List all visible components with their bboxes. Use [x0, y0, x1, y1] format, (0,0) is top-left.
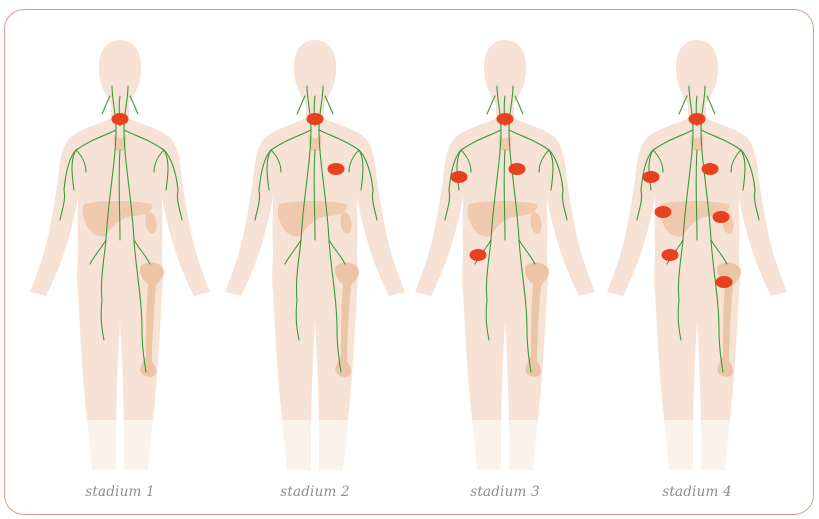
body-figure — [597, 0, 797, 480]
affected-lymph-node-spleen — [713, 211, 730, 223]
affected-lymph-node-groin-right — [470, 249, 487, 261]
stage-caption: stadium 3 — [405, 484, 605, 500]
stage-caption: stadium 1 — [20, 484, 220, 500]
affected-lymph-node-neck — [497, 113, 514, 125]
affected-lymph-node-groin-right — [662, 249, 679, 261]
affected-lymph-node-femur — [716, 276, 733, 288]
affected-lymph-node-neck — [689, 113, 706, 125]
stage-caption: stadium 4 — [597, 484, 797, 500]
leg-fade — [270, 420, 362, 480]
body-silhouette — [225, 40, 405, 470]
stage-panel: stadium 1 — [20, 0, 220, 519]
affected-lymph-node-right-armpit — [643, 171, 660, 183]
body-figure — [20, 0, 220, 480]
affected-lymph-node-liver — [655, 206, 672, 218]
body-figure — [405, 0, 605, 480]
affected-lymph-node-neck — [307, 113, 324, 125]
affected-lymph-node-left-armpit — [702, 163, 719, 175]
body-silhouette — [415, 40, 595, 470]
body-figure — [215, 0, 415, 480]
leg-fade — [652, 420, 744, 480]
affected-lymph-node-right-armpit — [451, 171, 468, 183]
stage-panel: stadium 2 — [215, 0, 415, 519]
stage-panel: stadium 4 — [597, 0, 797, 519]
body-silhouette — [30, 40, 210, 470]
affected-lymph-node-left-armpit — [328, 163, 345, 175]
stage-panel: stadium 3 — [405, 0, 605, 519]
leg-fade — [460, 420, 552, 480]
stage-caption: stadium 2 — [215, 484, 415, 500]
affected-lymph-node-neck — [112, 113, 129, 125]
body-silhouette — [607, 40, 787, 470]
leg-fade — [75, 420, 167, 480]
affected-lymph-node-left-armpit — [509, 163, 526, 175]
